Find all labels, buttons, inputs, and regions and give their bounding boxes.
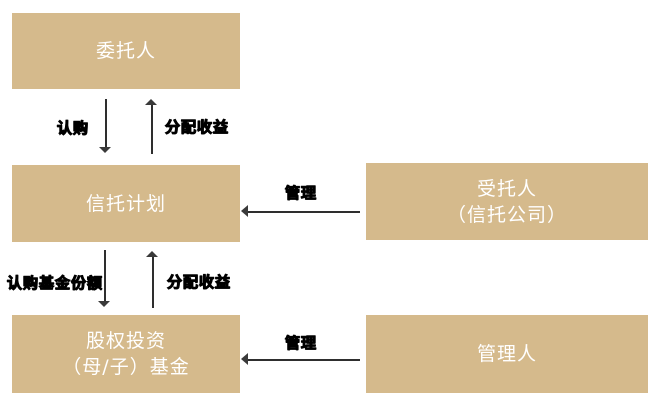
connector-subscribe-line (105, 99, 107, 147)
connector-distribute-bottom-line (152, 257, 154, 308)
box-manager-label: 管理人 (476, 343, 537, 365)
edge-label-manage-bottom: 管理 (284, 334, 317, 353)
connector-manage-top-line (248, 211, 360, 213)
connector-distribute-top-line (151, 105, 153, 154)
arrow-up-icon (146, 251, 158, 257)
box-trustee-label-line2: （信托公司） (446, 203, 567, 226)
edge-label-subscribe-fund-shares: 认购基金份额 (7, 274, 104, 293)
arrow-up-icon (145, 99, 157, 105)
connector-subscribe-shares-line (104, 250, 106, 301)
edge-label-subscribe: 认购 (56, 119, 89, 138)
box-trustee: 受托人 （信托公司） (366, 163, 648, 240)
arrow-left-icon (241, 353, 248, 365)
box-trust-plan-label: 信托计划 (85, 192, 166, 215)
box-manager: 管理人 (366, 315, 648, 393)
edge-label-manage-top: 管理 (284, 184, 317, 203)
edge-label-distribute-top: 分配收益 (164, 118, 229, 137)
box-trustee-label-line1: 受托人 (476, 177, 537, 200)
arrow-down-icon (98, 301, 110, 307)
edge-label-distribute-bottom: 分配收益 (166, 273, 231, 292)
box-principal: 委托人 (12, 13, 240, 89)
connector-manage-bottom-line (248, 359, 360, 361)
arrow-left-icon (241, 205, 248, 217)
box-fund-label-line1: 股权投资 (85, 330, 166, 352)
box-principal-label: 委托人 (95, 40, 156, 62)
box-fund: 股权投资 （母/子）基金 (12, 315, 240, 393)
arrow-down-icon (99, 147, 111, 153)
box-fund-label-line2: （母/子）基金 (62, 356, 190, 378)
box-trust-plan: 信托计划 (12, 165, 240, 242)
